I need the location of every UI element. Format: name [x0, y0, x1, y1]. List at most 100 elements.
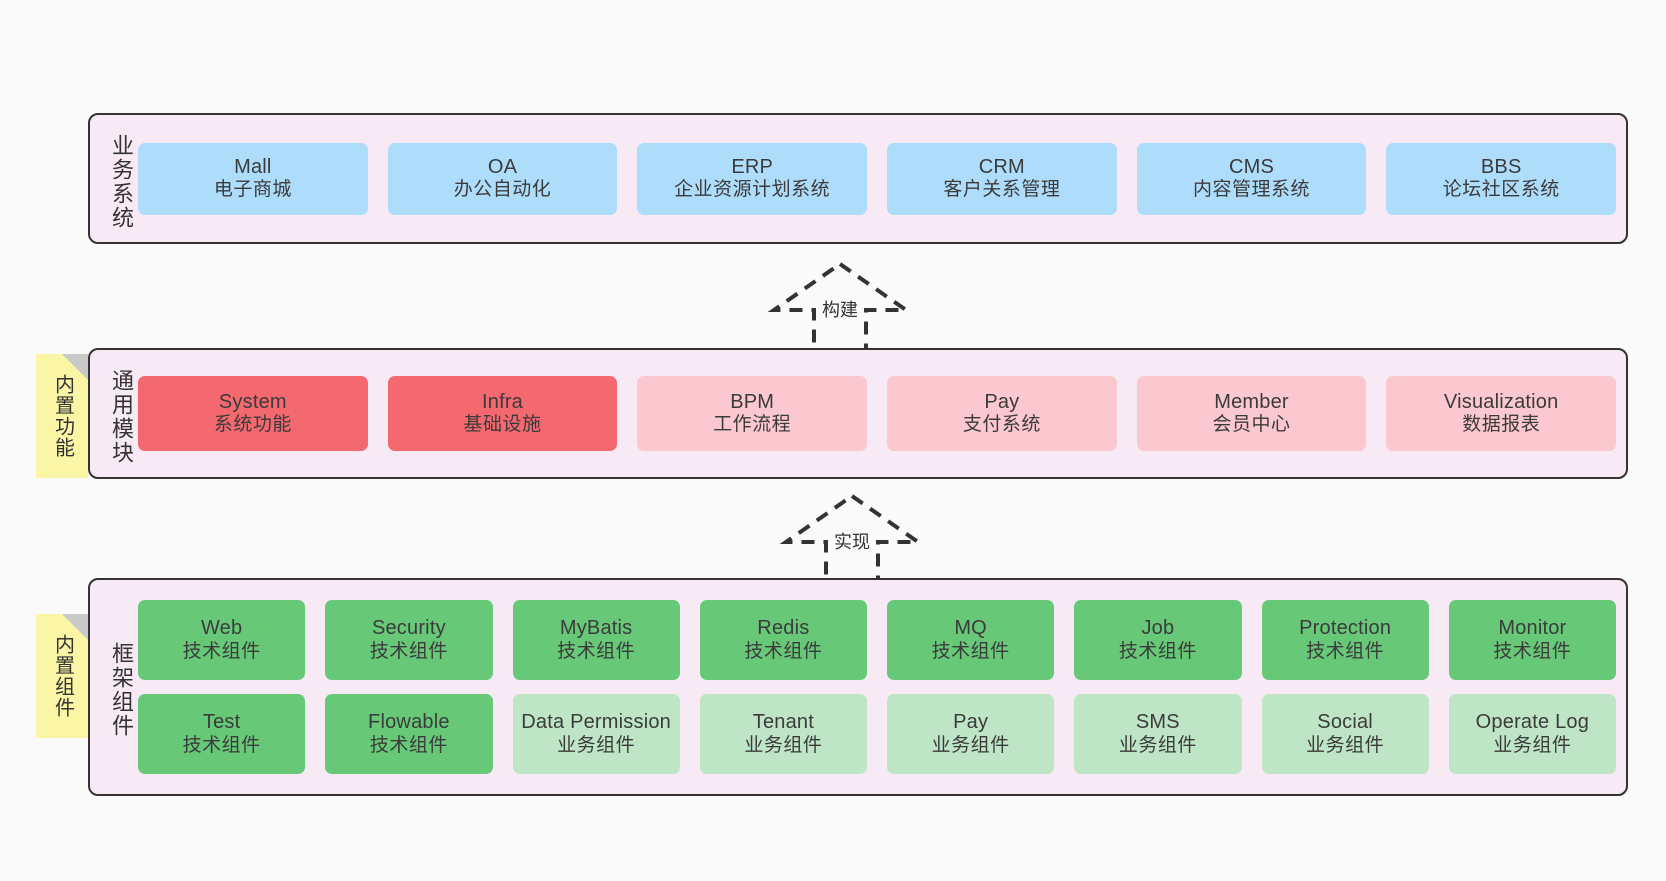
- node-label-en: Data Permission: [521, 711, 671, 733]
- node-infra[interactable]: Infra 基础设施: [387, 376, 618, 451]
- node-label-cn: 业务组件: [1306, 734, 1385, 756]
- node-label-cn: 办公自动化: [453, 179, 552, 201]
- node-bbs[interactable]: BBS 论坛社区系统: [1386, 142, 1617, 215]
- node-label-en: ERP: [731, 155, 774, 178]
- cell-row: Web 技术组件 Security 技术组件 MyBatis 技术组件 Redi…: [138, 600, 1616, 680]
- note-builtin-functions: 内置功能: [36, 354, 88, 478]
- node-label-en: OA: [487, 155, 518, 178]
- node-sms[interactable]: SMS 业务组件: [1074, 694, 1242, 774]
- node-tenant[interactable]: Tenant 业务组件: [699, 694, 867, 774]
- node-label-cn: 技术组件: [1118, 640, 1197, 662]
- node-system[interactable]: System 系统功能: [138, 376, 368, 451]
- node-label-cn: 技术组件: [1493, 640, 1572, 662]
- note-builtin-components: 内置组件: [36, 614, 88, 738]
- node-label-en: CRM: [978, 155, 1025, 178]
- node-label-cn: 客户关系管理: [943, 179, 1061, 201]
- node-label-cn: 技术组件: [182, 640, 261, 662]
- node-security[interactable]: Security 技术组件: [325, 600, 493, 680]
- node-label-cn: 技术组件: [744, 640, 823, 662]
- node-label-cn: 技术组件: [1306, 640, 1385, 662]
- connector-implement: 实现: [772, 490, 932, 585]
- node-label-en: Flowable: [368, 711, 450, 733]
- note-label: 内置功能: [51, 374, 74, 458]
- node-label-cn: 工作流程: [713, 414, 792, 436]
- connector-label-implement: 实现: [834, 532, 870, 552]
- layer-business-system[interactable]: 业务系统 Mall 电子商城 OA 办公自动化 ERP 企业资源计划系统 CRM…: [88, 113, 1628, 244]
- node-mybatis[interactable]: MyBatis 技术组件: [512, 600, 680, 680]
- node-label-cn: 业务组件: [557, 734, 636, 756]
- cell-row: System 系统功能 Infra 基础设施 BPM 工作流程 Pay 支付系统…: [138, 376, 1617, 451]
- node-label-cn: 系统功能: [213, 414, 292, 436]
- node-label-en: Infra: [481, 390, 524, 413]
- node-label-en: Test: [202, 711, 241, 733]
- node-label-cn: 业务组件: [1493, 734, 1572, 756]
- node-member[interactable]: Member 会员中心: [1136, 376, 1367, 451]
- node-label-en: BPM: [730, 390, 775, 413]
- node-flowable[interactable]: Flowable 技术组件: [325, 694, 493, 774]
- node-social[interactable]: Social 业务组件: [1261, 694, 1429, 774]
- node-pay-business[interactable]: Pay 业务组件: [887, 694, 1055, 774]
- node-label-en: Pay: [984, 390, 1020, 413]
- node-label-en: Web: [200, 617, 243, 639]
- node-label-en: Pay: [953, 711, 989, 733]
- note-label: 内置组件: [51, 634, 74, 718]
- node-label-cn: 技术组件: [931, 640, 1010, 662]
- node-label-en: Protection: [1299, 617, 1392, 639]
- node-data-permission[interactable]: Data Permission 业务组件: [512, 694, 680, 774]
- node-label-cn: 基础设施: [463, 414, 542, 436]
- node-operate-log[interactable]: Operate Log 业务组件: [1448, 694, 1616, 774]
- node-web[interactable]: Web 技术组件: [138, 600, 306, 680]
- connector-label-build: 构建: [822, 300, 858, 320]
- layer-common-module[interactable]: 通用模块 System 系统功能 Infra 基础设施 BPM 工作流程 Pay…: [88, 348, 1628, 479]
- node-label-cn: 论坛社区系统: [1442, 179, 1560, 201]
- cell-row: Mall 电子商城 OA 办公自动化 ERP 企业资源计划系统 CRM 客户关系…: [138, 142, 1617, 215]
- node-label-cn: 支付系统: [962, 414, 1041, 436]
- node-mall[interactable]: Mall 电子商城: [138, 142, 368, 215]
- node-bpm[interactable]: BPM 工作流程: [637, 376, 868, 451]
- node-label-cn: 内容管理系统: [1193, 179, 1311, 201]
- node-label-en: MQ: [954, 617, 987, 639]
- node-label-cn: 技术组件: [369, 640, 448, 662]
- node-label-en: Job: [1141, 617, 1175, 639]
- cell-row: Test 技术组件 Flowable 技术组件 Data Permission …: [138, 694, 1616, 774]
- layer-title-business-system: 业务系统: [109, 133, 134, 230]
- node-test[interactable]: Test 技术组件: [138, 694, 306, 774]
- node-label-en: Redis: [757, 617, 810, 639]
- node-label-cn: 业务组件: [931, 734, 1010, 756]
- node-protection[interactable]: Protection 技术组件: [1261, 600, 1429, 680]
- node-label-en: System: [218, 390, 287, 413]
- node-mq[interactable]: MQ 技术组件: [887, 600, 1055, 680]
- node-oa[interactable]: OA 办公自动化: [387, 142, 618, 215]
- node-pay[interactable]: Pay 支付系统: [887, 376, 1117, 451]
- node-label-en: MyBatis: [559, 617, 633, 639]
- node-label-en: BBS: [1480, 155, 1522, 178]
- node-label-en: Visualization: [1443, 390, 1559, 413]
- node-label-cn: 会员中心: [1212, 414, 1291, 436]
- node-label-en: Tenant: [752, 711, 814, 733]
- node-job[interactable]: Job 技术组件: [1074, 600, 1242, 680]
- node-label-cn: 技术组件: [557, 640, 636, 662]
- layer-title-common-module: 通用模块: [109, 368, 134, 465]
- node-label-cn: 业务组件: [744, 734, 823, 756]
- layer-body-common-module: System 系统功能 Infra 基础设施 BPM 工作流程 Pay 支付系统…: [134, 350, 1626, 477]
- node-cms[interactable]: CMS 内容管理系统: [1136, 142, 1367, 215]
- node-crm[interactable]: CRM 客户关系管理: [887, 142, 1117, 215]
- node-label-en: CMS: [1229, 155, 1275, 178]
- node-monitor[interactable]: Monitor 技术组件: [1448, 600, 1616, 680]
- node-label-cn: 电子商城: [213, 179, 292, 201]
- node-visualization[interactable]: Visualization 数据报表: [1386, 376, 1617, 451]
- layer-framework-component[interactable]: 框架组件 Web 技术组件 Security 技术组件 MyBatis 技术组件…: [88, 578, 1628, 796]
- node-redis[interactable]: Redis 技术组件: [699, 600, 867, 680]
- node-label-cn: 技术组件: [182, 734, 261, 756]
- connector-build: 构建: [760, 258, 920, 353]
- node-label-en: Security: [371, 617, 446, 639]
- node-label-en: Member: [1214, 390, 1289, 413]
- node-label-en: Operate Log: [1475, 711, 1590, 733]
- node-label-cn: 数据报表: [1462, 414, 1541, 436]
- node-label-cn: 技术组件: [369, 734, 448, 756]
- node-label-cn: 企业资源计划系统: [674, 179, 831, 201]
- node-label-en: Monitor: [1498, 617, 1567, 639]
- node-label-en: Social: [1317, 711, 1373, 733]
- node-erp[interactable]: ERP 企业资源计划系统: [637, 142, 868, 215]
